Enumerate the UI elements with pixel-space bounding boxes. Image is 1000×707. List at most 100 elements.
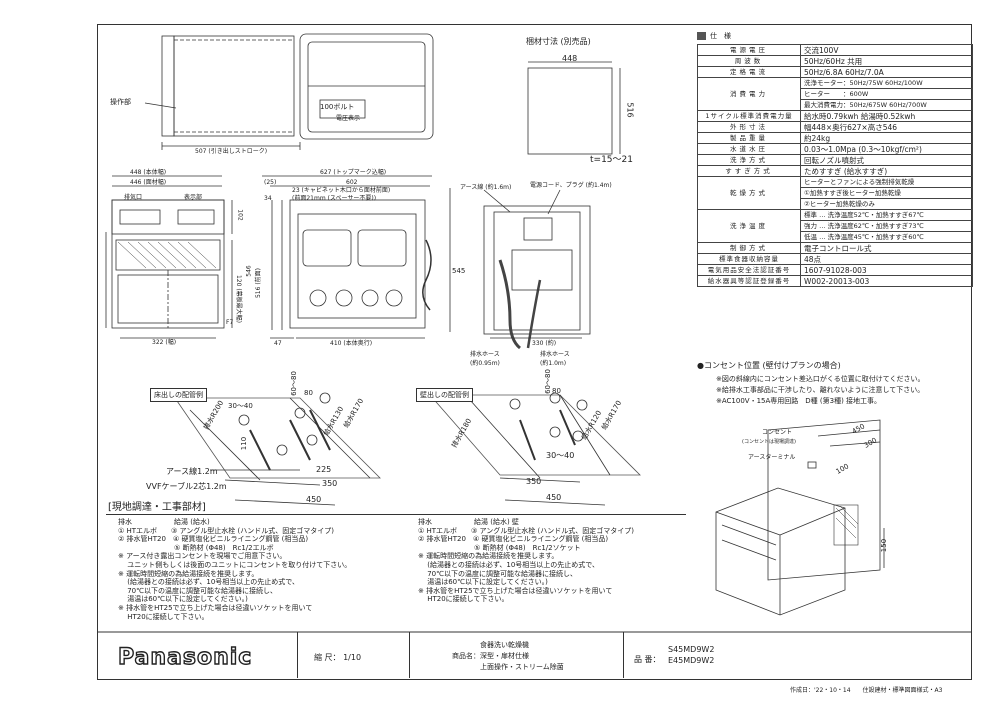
spec-row: 洗浄方式回転ノズル噴射式 bbox=[697, 154, 973, 166]
outlet-consent-note: (コンセントは現場調達) bbox=[742, 439, 796, 445]
front-width-322: 322 (幅) bbox=[152, 339, 177, 346]
model-label: 品 番： bbox=[634, 655, 661, 664]
product-name-2: 深型・扉材仕様 bbox=[480, 652, 529, 660]
spec-key: 1サイクル標準消費電力量 bbox=[697, 110, 801, 122]
materials-title: [現地調達・工事部材] bbox=[108, 502, 206, 513]
materials-line: 湯温は60℃以下に設定してください。) bbox=[418, 578, 548, 587]
materials-line: HT20に接続して下さい。 bbox=[418, 595, 509, 604]
packaging-thickness: t=15〜21 bbox=[590, 155, 633, 165]
spec-value: ヒーター ：600W bbox=[800, 88, 973, 100]
spec-value: ②ヒーター加熱乾燥のみ bbox=[800, 198, 973, 210]
wall-piping-title: 壁出しの配管例 bbox=[416, 388, 473, 402]
side-dim-25: (25) bbox=[264, 179, 277, 186]
materials-line: ユニット側もしくは後面のユニットにコンセントを取り付けて下さい。 bbox=[118, 560, 352, 569]
side-height-545: 545 bbox=[452, 267, 466, 275]
materials-line: ① HTエルボ ③ アングル型止水栓 (ハンドル式、固定ゴマタイプ) bbox=[418, 526, 634, 535]
spec-value: 幅448×奥行627×高さ546 bbox=[800, 121, 973, 133]
model-number-2: E45MD9W2 bbox=[668, 656, 715, 665]
materials-line: ② 排水管HT20 ④ 硬質塩化ビニルライニング鋼管 (相当品) bbox=[118, 535, 309, 544]
product-name-3: 上面操作・ストリーム除菌 bbox=[480, 663, 564, 671]
outlet-line-3: ※AC100V・15A専用回路 D種 (第3種) 接地工事。 bbox=[716, 397, 882, 405]
front-dim-120: 120 (幕板最大幅) bbox=[235, 274, 243, 324]
display-label: 表示部 bbox=[184, 194, 203, 201]
outlet-line-1: ※図の斜線内にコンセント差込口がくる位置に取付けてください。 bbox=[716, 375, 925, 383]
side-depth-627: 627 (トップマーク込幅) bbox=[320, 169, 387, 176]
packaging-title: 梱材寸法 (別売品) bbox=[526, 37, 591, 46]
title-block bbox=[98, 632, 972, 678]
materials-line: ⑤ 断熱材 (Φ48) Rc1/2エルボ bbox=[118, 543, 274, 552]
materials-rule bbox=[106, 514, 686, 515]
top-view bbox=[144, 33, 434, 150]
spec-row: 洗浄温度標準 … 洗浄温度52℃・加熱すすぎ67℃ bbox=[697, 209, 973, 243]
spec-row: 電源電圧交流100V bbox=[697, 44, 973, 56]
spec-row: 1サイクル標準消費電力量給水時0.79kwh 給湯時0.52kwh bbox=[697, 110, 973, 122]
drawing-frame bbox=[97, 24, 972, 680]
floor-dim-350: 350 bbox=[322, 479, 338, 488]
floor-vvf-cable: VVFケーブル2芯1.2m bbox=[146, 482, 227, 491]
wall-piping-diagram bbox=[429, 392, 641, 506]
floor-dim-225: 225 bbox=[316, 465, 332, 474]
power-cord-label: 電源コード、プラグ (約1.4m) bbox=[530, 182, 612, 189]
materials-line: ※ アース付き露出コンセントを現場でご用意下さい。 bbox=[118, 552, 287, 561]
product-name-1: 食器洗い乾燥機 bbox=[480, 641, 529, 649]
spec-value: ①加熱すすぎ後ヒーター加熱乾燥 bbox=[800, 187, 973, 199]
exhaust-label: 排気口 bbox=[124, 194, 143, 201]
side-note-1: 23 (キャビネット木口から面材前面) bbox=[292, 187, 391, 194]
outlet-line-2: ※給排水工事部品に干渉したり、離れないように注意して下さい。 bbox=[716, 386, 925, 394]
front-width-panel: 446 (面材幅) bbox=[130, 179, 167, 186]
front-view bbox=[105, 175, 233, 339]
materials-line: ② 排水管HT20 ④ 硬質塩化ビニルライニング鋼管 (相当品) bbox=[418, 535, 609, 544]
spec-value: 回転ノズル噴射式 bbox=[800, 154, 973, 166]
spec-value: 48点 bbox=[800, 253, 973, 265]
spec-value: 低温 … 洗浄温度45℃・加熱すすぎ60℃ bbox=[800, 231, 973, 243]
materials-line: ※ 排水管をHT25で立ち上げた場合は径違いソケットを用いて bbox=[118, 603, 313, 612]
front-height-516: 516 (前面) bbox=[255, 267, 263, 299]
spec-key: 洗浄温度 bbox=[697, 209, 801, 243]
spec-key: 洗浄方式 bbox=[697, 154, 801, 166]
side-depth-602: 602 bbox=[346, 179, 358, 186]
spec-value: ためすすぎ (給水すすぎ) bbox=[800, 165, 973, 177]
packaging-height: 516 bbox=[625, 102, 635, 118]
wall-dim-30-40: 30〜40 bbox=[546, 451, 575, 460]
spec-value: 50Hz/60Hz 共用 bbox=[800, 55, 973, 67]
front-height-546: 546 bbox=[245, 265, 253, 277]
spec-value: 約24kg bbox=[800, 132, 973, 144]
product-name-label: 商品名： bbox=[452, 652, 480, 660]
rear-width-330: 330 (約) bbox=[532, 340, 557, 347]
footer-date: 作成日：'22・10・14 住設建材・標準図面様式・A3 bbox=[790, 687, 943, 694]
ground-wire-label: アース線 (約1.6m) bbox=[460, 184, 512, 191]
floor-ground-wire: アース線1.2m bbox=[166, 467, 218, 476]
spec-row: 制御方式電子コントロール式 bbox=[697, 242, 973, 254]
spec-key: 制御方式 bbox=[697, 242, 801, 254]
scale-label: 縮 尺： 1/10 bbox=[314, 653, 362, 662]
materials-line: (給湯器との接続は必ず、10号相当以上の先止め式で、 bbox=[118, 578, 300, 587]
spec-value: 標準 … 洗浄温度52℃・加熱すすぎ67℃ bbox=[800, 209, 973, 221]
front-f7: F7 bbox=[226, 319, 234, 326]
slide-stroke-dim: 507 (引き出しストローク) bbox=[195, 148, 268, 155]
drain-hose-2-len: (約1.0m) bbox=[540, 360, 567, 367]
spec-value: W002-20013-003 bbox=[800, 275, 973, 287]
drain-hose-1: 排水ホース bbox=[470, 351, 500, 358]
floor-piping-title: 床出しの配管例 bbox=[150, 388, 207, 402]
spec-key: 水道水圧 bbox=[697, 143, 801, 155]
wall-dim-60-80: 60〜80 bbox=[543, 369, 552, 394]
spec-value: 給水時0.79kwh 給湯時0.52kwh bbox=[800, 110, 973, 122]
materials-line: (給湯器との接続は必ず、10号相当以上の先止め式で、 bbox=[418, 560, 600, 569]
spec-value: 50Hz/6.8A 60Hz/7.0A bbox=[800, 66, 973, 78]
side-note-2: (前面21mm (スペーサー不要)) bbox=[292, 195, 377, 202]
spec-key: 電源電圧 bbox=[697, 44, 801, 56]
packaging-diagram bbox=[527, 61, 621, 155]
rear-view bbox=[483, 189, 591, 350]
model-number-1: S45MD9W2 bbox=[668, 645, 715, 654]
materials-line: ① HTエルボ ③ アングル型止水栓 (ハンドル式、固定ゴマタイプ) bbox=[118, 526, 334, 535]
spec-header-icon bbox=[697, 32, 706, 40]
packaging-width: 448 bbox=[562, 54, 578, 63]
floor-dim-110: 110 bbox=[240, 436, 249, 451]
spec-key: 定格電流 bbox=[697, 66, 801, 78]
